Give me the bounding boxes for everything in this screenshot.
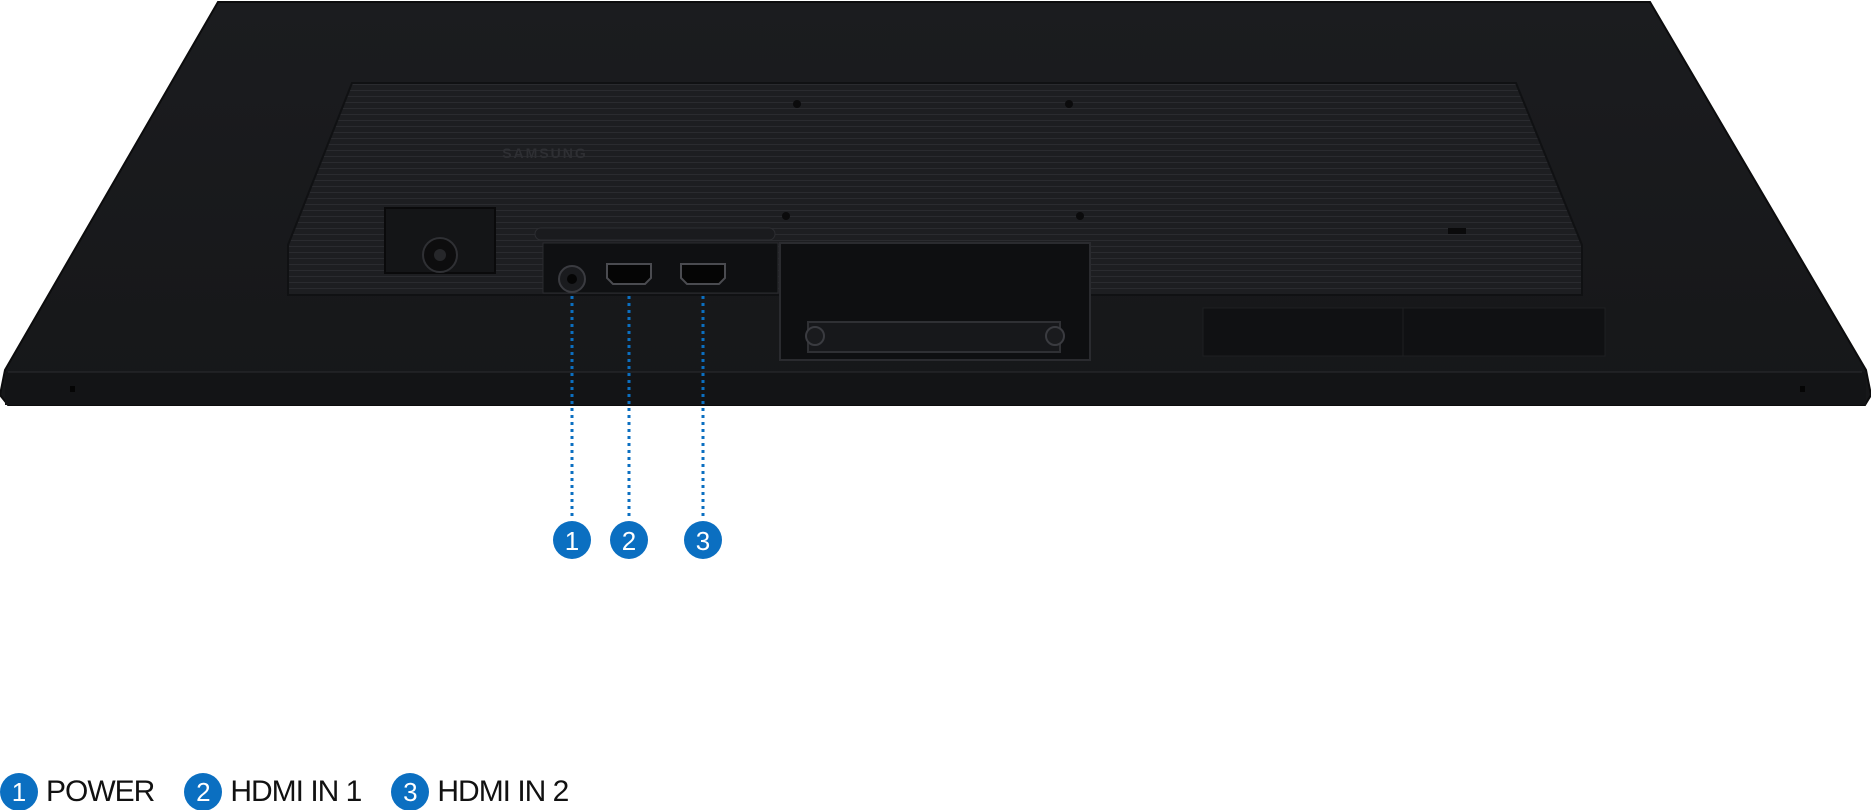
hdmi-port-2 xyxy=(680,263,726,285)
legend-number-badge: 1 xyxy=(0,773,38,810)
legend-item-hdmi-in-2: 3 HDMI IN 2 xyxy=(391,773,569,810)
stand-screw xyxy=(1045,326,1065,346)
legend-label: HDMI IN 1 xyxy=(230,775,362,808)
back-cover-panel xyxy=(287,82,1583,296)
stand-screw xyxy=(805,326,825,346)
callout-marker-1: 1 xyxy=(553,521,591,559)
port-label-strip xyxy=(534,227,776,241)
hdmi-port-1 xyxy=(606,263,652,285)
callout-marker-3: 3 xyxy=(684,521,722,559)
callout-marker-2: 2 xyxy=(610,521,648,559)
screw-hole xyxy=(1065,100,1073,108)
legend-label: HDMI IN 2 xyxy=(437,775,569,808)
monitor-bottom-edge xyxy=(5,372,1866,405)
vent-panel xyxy=(1202,307,1606,357)
legend-label: POWER xyxy=(46,775,155,808)
screw-hole xyxy=(793,100,801,108)
brand-embossing: SAMSUNG xyxy=(502,145,588,161)
lock-slot xyxy=(1448,228,1466,234)
legend-item-power: 1 POWER xyxy=(0,773,155,810)
screw-hole xyxy=(782,212,790,220)
screw-hole xyxy=(1076,212,1084,220)
legend-number-badge: 2 xyxy=(184,773,223,810)
svg-text:1: 1 xyxy=(565,526,579,556)
legend-item-hdmi-in-1: 2 HDMI IN 1 xyxy=(184,773,362,810)
port-legend: 1 POWER 2 HDMI IN 1 3 HDMI IN 2 xyxy=(0,773,569,810)
legend-number-badge: 3 xyxy=(391,773,430,810)
svg-text:3: 3 xyxy=(696,526,710,556)
svg-text:2: 2 xyxy=(622,526,636,556)
